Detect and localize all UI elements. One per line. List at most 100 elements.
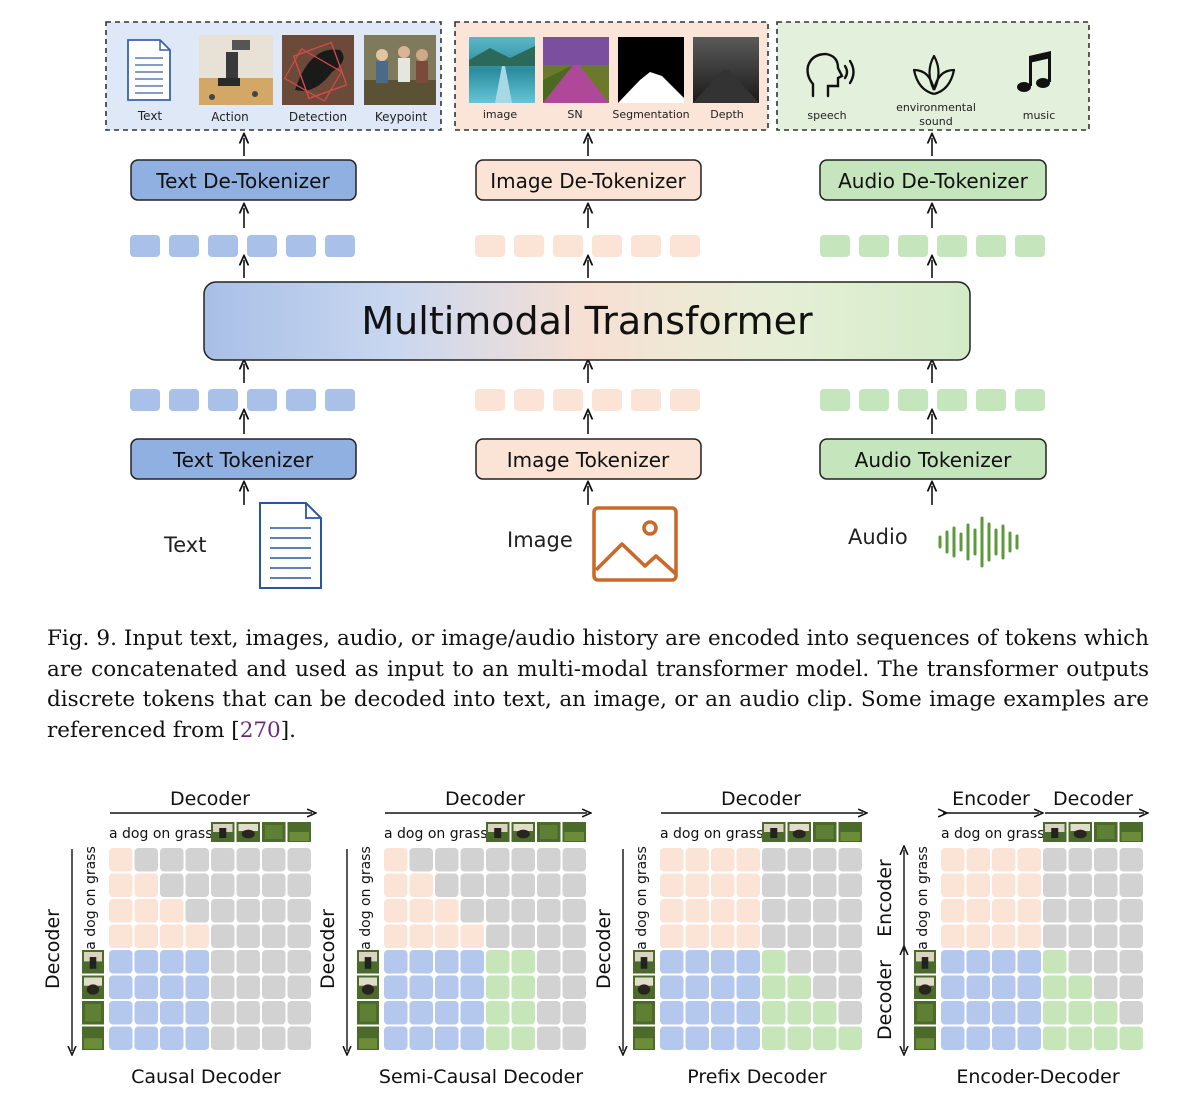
mask-cell: [941, 1001, 965, 1025]
mask-cell: [992, 899, 1016, 923]
thumbnail-detail: [85, 1004, 101, 1022]
mask-cell: [287, 1001, 311, 1025]
mask-cell: [1094, 975, 1118, 999]
mask-cell: [762, 1001, 786, 1025]
mask-cell: [486, 899, 510, 923]
mask-cell: [711, 975, 735, 999]
mask-cell: [1043, 1026, 1067, 1050]
image-input-label: Image: [507, 528, 573, 552]
mask-cell: [711, 1026, 735, 1050]
mask-cell: [736, 1026, 760, 1050]
multimodal-transformer-label: Multimodal Transformer: [361, 299, 813, 343]
mask-cell: [287, 1026, 311, 1050]
mask-cell: [287, 975, 311, 999]
text-input-label: Text: [163, 533, 206, 557]
mask-cell: [160, 1026, 184, 1050]
thumbnail-detail: [359, 952, 377, 962]
multimodal-transformer-box: [203, 281, 971, 361]
mask-cell: [736, 1001, 760, 1025]
mask-cell: [262, 975, 286, 999]
mask-cell: [685, 899, 709, 923]
thumbnail-detail: [89, 957, 97, 969]
column-text-tokens: a dog on grass: [660, 826, 764, 842]
mask-cell: [992, 873, 1016, 897]
mask-cell: [236, 1001, 260, 1025]
mask-cell: [134, 899, 158, 923]
thumbnail-detail: [359, 977, 377, 986]
mask-cell: [537, 1001, 561, 1025]
mask-cell: [1119, 848, 1143, 872]
thumbnail-detail: [238, 824, 258, 831]
landscape-thumbnail: [469, 37, 535, 103]
thumbnail-detail: [916, 1038, 934, 1049]
mask-cell: [562, 899, 586, 923]
segmentation-thumbnail: [618, 37, 684, 103]
mask-cell: [511, 899, 535, 923]
image-token-thumbnail: [82, 1026, 104, 1050]
mask-cell: [211, 1026, 235, 1050]
mask-cell: [160, 950, 184, 974]
mask-cell: [287, 899, 311, 923]
mask-cell: [1094, 848, 1118, 872]
top-axis-label-decoder: Decoder: [1053, 788, 1133, 810]
mask-cell: [1068, 899, 1092, 923]
mask-cell: [562, 975, 586, 999]
image-token-thumbnail: [1043, 822, 1067, 842]
mask-cell: [1017, 950, 1041, 974]
mask-cell: [460, 1001, 484, 1025]
image-input-tokens: [475, 389, 700, 411]
top-axis-label: Decoder: [721, 788, 801, 810]
figure-caption: Fig. 9. Input text, images, audio, or im…: [47, 624, 1149, 746]
mask-cell: [562, 950, 586, 974]
caption-reference-link[interactable]: 270: [239, 717, 281, 743]
image-token-thumbnail: [357, 1001, 379, 1025]
image-token-thumbnail: [262, 822, 286, 842]
mask-cell: [1043, 950, 1067, 974]
panel-title: Semi-Causal Decoder: [379, 1066, 583, 1088]
mask-cell: [813, 848, 837, 872]
mask-cell: [1017, 975, 1041, 999]
mask-cell: [511, 975, 535, 999]
thumbnail-detail: [770, 828, 778, 838]
speech-output-label: speech: [807, 109, 846, 122]
mask-cell: [1094, 873, 1118, 897]
mask-cell: [1119, 899, 1143, 923]
thumbnail-detail: [241, 829, 255, 839]
depth-output-label: Depth: [710, 108, 744, 121]
mask-cell: [384, 1026, 408, 1050]
mask-cell: [435, 950, 459, 974]
mask-cell: [511, 950, 535, 974]
thumbnail-detail: [1051, 828, 1059, 838]
image-token-thumbnail: [914, 950, 936, 974]
mask-cell: [711, 873, 735, 897]
mask-cell: [287, 848, 311, 872]
side-axis-label-decoder: Decoder: [874, 960, 896, 1040]
thumbnail-detail: [916, 952, 934, 962]
image-token-thumbnail: [813, 822, 837, 842]
mask-cell: [992, 950, 1016, 974]
mask-cell: [486, 873, 510, 897]
image-token-thumbnail: [486, 822, 510, 842]
mask-cell: [813, 1026, 837, 1050]
mask-cell: [409, 1026, 433, 1050]
mask-cell: [160, 975, 184, 999]
mask-cell: [660, 899, 684, 923]
mask-cell: [236, 950, 260, 974]
mask-cell: [813, 873, 837, 897]
mask-cell: [460, 873, 484, 897]
image-output-tokens: [475, 235, 700, 257]
mask-cell: [1094, 924, 1118, 948]
image-token-thumbnail: [762, 822, 786, 842]
mask-cell: [838, 1026, 862, 1050]
mask-cell: [813, 899, 837, 923]
mask-cell: [511, 1026, 535, 1050]
mask-cell: [211, 924, 235, 948]
mask-cell: [185, 924, 209, 948]
music-output-label: music: [1023, 109, 1056, 122]
image-detokenizer-box: [475, 159, 702, 201]
mask-cell: [813, 1001, 837, 1025]
mask-cell: [160, 873, 184, 897]
mask-cell: [787, 899, 811, 923]
mask-cell: [736, 848, 760, 872]
